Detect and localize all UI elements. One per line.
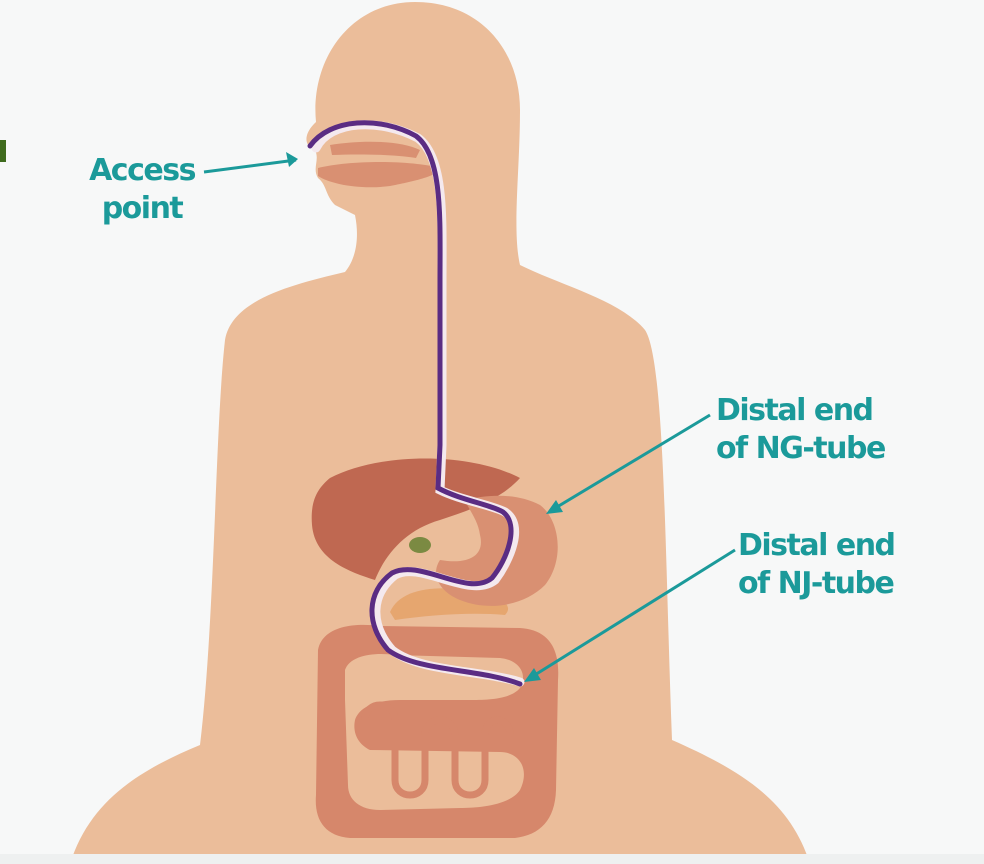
access-point-label: Access point [86, 152, 198, 228]
access-point-label-line1: Access [86, 152, 198, 190]
access-point-label-line2: point [86, 190, 198, 228]
ng-tube-label-line1: Distal end [716, 392, 885, 430]
nj-tube-label: Distal end of NJ-tube [738, 527, 895, 603]
left-edge-marker [0, 140, 6, 162]
access-point-leader [204, 152, 298, 172]
ng-tube-label-line2: of NG-tube [716, 430, 885, 468]
nj-tube-label-line2: of NJ-tube [738, 565, 895, 603]
nj-tube-label-line1: Distal end [738, 527, 895, 565]
ng-tube-label: Distal end of NG-tube [716, 392, 885, 468]
gallbladder [409, 537, 431, 553]
bottom-strip [0, 854, 984, 864]
